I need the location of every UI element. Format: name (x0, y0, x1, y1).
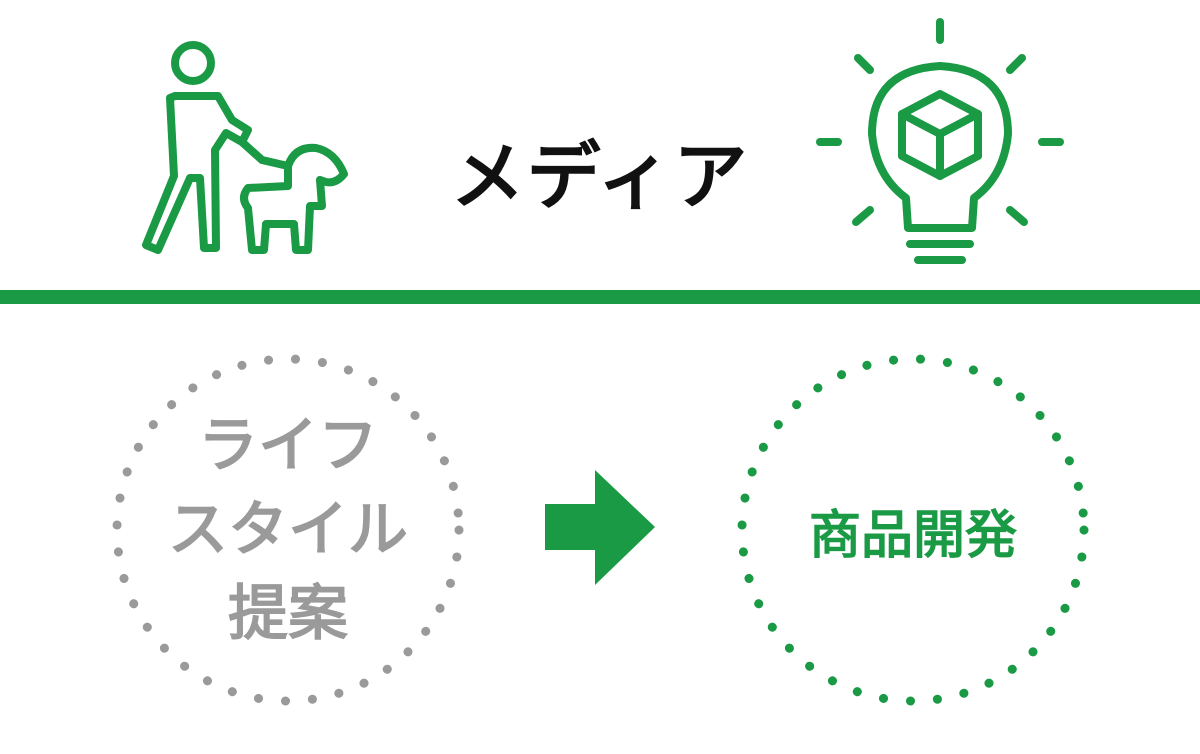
product-development-circle: 商品開発 (735, 352, 1091, 708)
lifestyle-proposal-label: ライフ スタイル 提案 (110, 352, 466, 708)
lifestyle-proposal-circle: ライフ スタイル 提案 (110, 352, 466, 708)
from-line-2: スタイル (168, 495, 408, 565)
from-line-3: 提案 (228, 579, 348, 649)
from-line-1: ライフ (198, 411, 378, 481)
dotted-circle-outline (737, 354, 1089, 706)
product-development-label: 商品開発 (808, 505, 1017, 566)
lightbulb-box-icon (816, 18, 1064, 264)
dotted-circle-outline (112, 354, 464, 706)
arrow-right-icon (545, 470, 655, 585)
divider (0, 290, 1200, 304)
page-title: メディア (450, 133, 750, 220)
person-walking-dog-icon (142, 41, 348, 254)
